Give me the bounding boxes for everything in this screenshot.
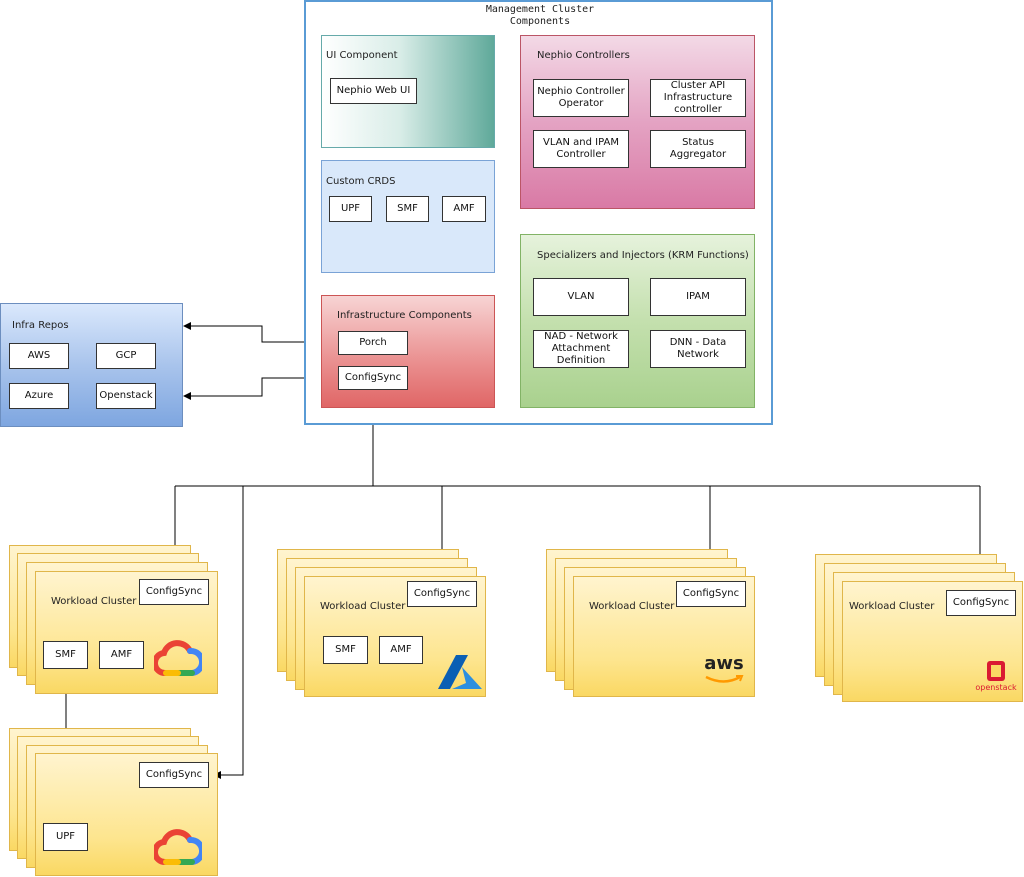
vlan-function-box: VLAN bbox=[533, 278, 629, 316]
repo-aws-box: AWS bbox=[9, 343, 69, 369]
custom-crds-title: Custom CRDS bbox=[326, 176, 396, 187]
workload-gcp1-title: Workload Cluster bbox=[51, 596, 137, 607]
ui-component-title: UI Component bbox=[326, 50, 398, 61]
crd-smf-box: SMF bbox=[386, 196, 429, 222]
repo-azure-box: Azure bbox=[9, 383, 69, 409]
nephio-web-ui-box: Nephio Web UI bbox=[330, 78, 417, 104]
status-aggregator-box: Status Aggregator bbox=[650, 130, 746, 168]
repo-gcp-box: GCP bbox=[96, 343, 156, 369]
infra-repos-title: Infra Repos bbox=[12, 320, 69, 331]
workload-aws-configsync-box: ConfigSync bbox=[676, 581, 746, 607]
workload-gcp1-smf-box: SMF bbox=[43, 641, 88, 669]
repo-openstack-box: Openstack bbox=[96, 383, 156, 409]
dnn-function-box: DNN - Data Network bbox=[650, 330, 746, 368]
crd-amf-box: AMF bbox=[442, 196, 486, 222]
workload-aws-title: Workload Cluster bbox=[589, 601, 675, 612]
nephio-controller-operator-box: Nephio Controller Operator bbox=[533, 79, 629, 117]
workload-azure-title: Workload Cluster bbox=[320, 601, 406, 612]
openstack-icon: openstack bbox=[972, 659, 1020, 697]
cluster-api-controller-box: Cluster API Infrastructure controller bbox=[650, 79, 746, 117]
workload-gcp2-upf-box: UPF bbox=[43, 823, 88, 851]
workload-cluster-openstack bbox=[842, 581, 1023, 702]
specializers-injectors-panel bbox=[520, 234, 755, 408]
porch-to-repos-arrow bbox=[183, 322, 338, 343]
workload-gcp1-amf-box: AMF bbox=[99, 641, 144, 669]
workload-openstack-configsync-box: ConfigSync bbox=[946, 590, 1016, 616]
infrastructure-components-title: Infrastructure Components bbox=[337, 310, 472, 321]
arrow-to-gcp2-configsync bbox=[213, 486, 244, 779]
azure-icon bbox=[438, 655, 482, 689]
management-cluster-title: Management Cluster Components bbox=[430, 4, 650, 28]
specializers-injectors-title: Specializers and Injectors (KRM Function… bbox=[537, 250, 749, 261]
aws-logo-text: aws bbox=[704, 653, 744, 674]
vlan-ipam-controller-box: VLAN and IPAM Controller bbox=[533, 130, 629, 168]
workload-azure-smf-box: SMF bbox=[323, 636, 368, 664]
nephio-controllers-title: Nephio Controllers bbox=[537, 50, 630, 61]
workload-azure-amf-box: AMF bbox=[379, 636, 423, 664]
management-title-line1: Management Cluster bbox=[485, 4, 595, 15]
workload-gcp1-configsync-box: ConfigSync bbox=[139, 579, 209, 605]
google-cloud-icon bbox=[154, 829, 202, 866]
workload-azure-configsync-box: ConfigSync bbox=[407, 581, 477, 607]
aws-icon: aws bbox=[700, 654, 748, 690]
mgmt-configsync-box: ConfigSync bbox=[338, 366, 408, 390]
workload-gcp2-configsync-box: ConfigSync bbox=[139, 762, 209, 788]
workload-openstack-title: Workload Cluster bbox=[849, 601, 935, 612]
nad-function-box: NAD - Network Attachment Definition bbox=[533, 330, 629, 368]
management-title-line2: Components bbox=[509, 16, 571, 27]
crd-upf-box: UPF bbox=[329, 196, 372, 222]
nephio-controllers-panel bbox=[520, 35, 755, 209]
configsync-to-repos-arrow bbox=[183, 377, 338, 400]
openstack-logo-text: openstack bbox=[975, 683, 1017, 692]
google-cloud-icon bbox=[154, 640, 202, 677]
ipam-function-box: IPAM bbox=[650, 278, 746, 316]
porch-box: Porch bbox=[338, 331, 408, 355]
